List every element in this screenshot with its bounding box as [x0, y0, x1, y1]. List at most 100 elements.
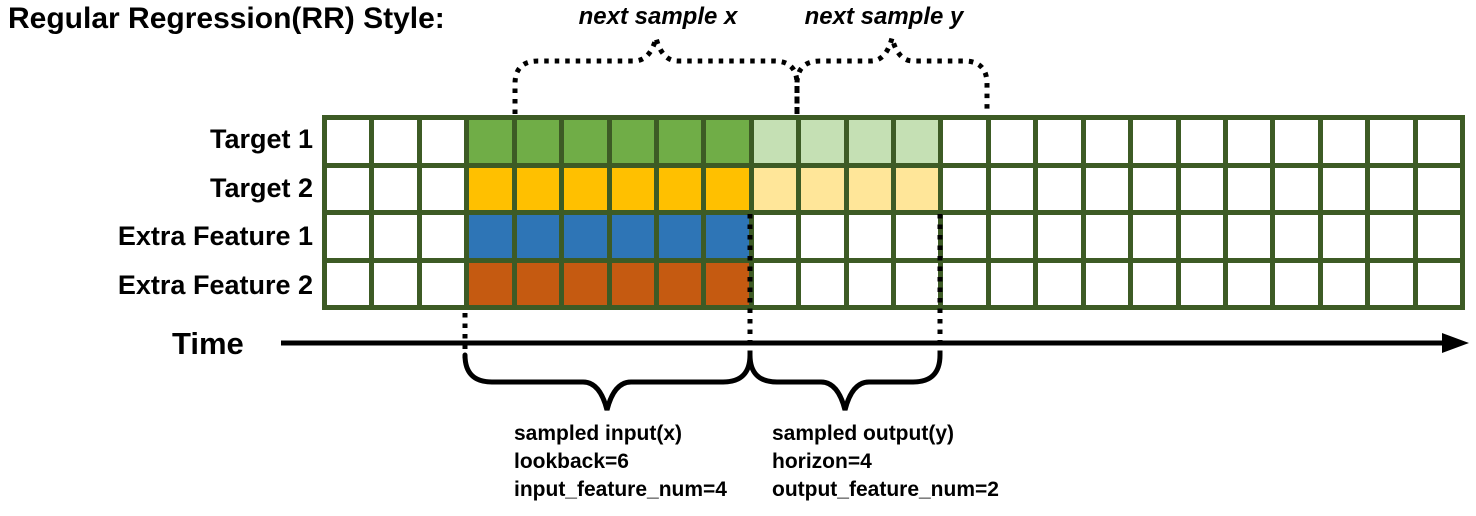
grid-cell: [564, 262, 607, 305]
horizon-value: horizon=4: [772, 450, 872, 473]
grid-cell: [1180, 120, 1223, 163]
grid-cell: [611, 120, 654, 163]
grid-cell: [1370, 262, 1413, 305]
grid-cell: [1417, 215, 1460, 258]
grid-cell: [516, 167, 560, 210]
grid-cell: [1227, 120, 1271, 163]
grid-cell: [943, 120, 986, 163]
sample-grid: [322, 115, 1465, 310]
grid-cell: [1180, 167, 1223, 210]
time-axis-label: Time: [172, 326, 244, 361]
grid-cell: [1038, 167, 1081, 210]
grid-cell: [801, 120, 844, 163]
grid-cell: [658, 120, 702, 163]
grid-cell: [1133, 215, 1176, 258]
grid-cell: [374, 215, 417, 258]
next-sample-y-brace: [794, 28, 990, 114]
grid-cell: [1417, 262, 1460, 305]
grid-cell: [848, 215, 891, 258]
grid-cell: [421, 262, 465, 305]
grid-cell: [706, 215, 749, 258]
grid-cell: [469, 262, 512, 305]
grid-cell: [1227, 167, 1271, 210]
grid-cell: [327, 262, 370, 305]
grid-cell: [1085, 215, 1129, 258]
grid-cell: [753, 262, 797, 305]
grid-cell: [943, 262, 986, 305]
grid-cell: [374, 262, 417, 305]
sampled-input-annotation: sampled input(x) lookback=6 input_featur…: [514, 420, 727, 504]
grid-cell: [1227, 262, 1271, 305]
grid-cell: [1038, 262, 1081, 305]
grid-cell: [611, 262, 654, 305]
grid-cell: [1038, 215, 1081, 258]
next-sample-y-label: next sample y: [804, 3, 964, 30]
sampled-output-title: sampled output(y): [772, 422, 954, 445]
output-feature-num-value: output_feature_num=2: [772, 478, 999, 501]
grid-cell: [1133, 167, 1176, 210]
grid-cell: [1085, 167, 1129, 210]
grid-cell: [611, 167, 654, 210]
grid-cell: [896, 167, 939, 210]
grid-cell: [1417, 120, 1460, 163]
grid-cell: [421, 120, 465, 163]
grid-cell: [516, 262, 560, 305]
grid-cell: [421, 215, 465, 258]
next-sample-x-label: next sample x: [578, 3, 738, 30]
grid-cell: [516, 120, 560, 163]
grid-cell: [469, 167, 512, 210]
grid-cell: [801, 262, 844, 305]
grid-cell: [896, 262, 939, 305]
diagram-title: Regular Regression(RR) Style:: [8, 2, 445, 35]
grid-cell: [327, 215, 370, 258]
grid-cell: [658, 215, 702, 258]
grid-cell: [421, 167, 465, 210]
grid-cell: [801, 215, 844, 258]
grid-cell: [1275, 120, 1318, 163]
grid-cell: [1370, 120, 1413, 163]
grid-cell: [1275, 215, 1318, 258]
grid-cell: [706, 120, 749, 163]
grid-cell: [1322, 262, 1366, 305]
grid-cell: [1085, 120, 1129, 163]
grid-cell: [848, 167, 891, 210]
grid-cell: [990, 262, 1034, 305]
grid-cell: [753, 215, 797, 258]
row-label-extra-feature-2: Extra Feature 2: [117, 270, 313, 300]
grid-cell: [564, 167, 607, 210]
grid-cell: [1180, 262, 1223, 305]
grid-cell: [753, 167, 797, 210]
grid-cell: [896, 120, 939, 163]
grid-cell: [516, 215, 560, 258]
sampled-input-brace: [462, 352, 753, 411]
lookback-value: lookback=6: [514, 450, 629, 473]
grid-cell: [374, 120, 417, 163]
grid-cell: [1133, 262, 1176, 305]
grid-cell: [564, 215, 607, 258]
grid-cell: [1227, 215, 1271, 258]
row-label-target-1: Target 1: [209, 124, 313, 154]
grid-cell: [658, 167, 702, 210]
grid-cell: [1038, 120, 1081, 163]
grid-cell: [1180, 215, 1223, 258]
grid-cell: [1322, 120, 1366, 163]
grid-cell: [990, 215, 1034, 258]
grid-cell: [564, 120, 607, 163]
grid-cell: [753, 120, 797, 163]
sampled-output-brace: [747, 352, 943, 411]
grid-cell: [1322, 167, 1366, 210]
grid-cell: [1370, 215, 1413, 258]
grid-cell: [1370, 167, 1413, 210]
grid-cell: [943, 215, 986, 258]
grid-cell: [706, 167, 749, 210]
grid-cell: [327, 167, 370, 210]
grid-cell: [848, 262, 891, 305]
grid-cell: [1417, 167, 1460, 210]
grid-cell: [374, 167, 417, 210]
grid-cell: [1275, 262, 1318, 305]
next-sample-x-brace: [512, 28, 800, 114]
grid-cell: [611, 215, 654, 258]
sampled-output-annotation: sampled output(y) horizon=4 output_featu…: [772, 420, 999, 504]
grid-cell: [1275, 167, 1318, 210]
